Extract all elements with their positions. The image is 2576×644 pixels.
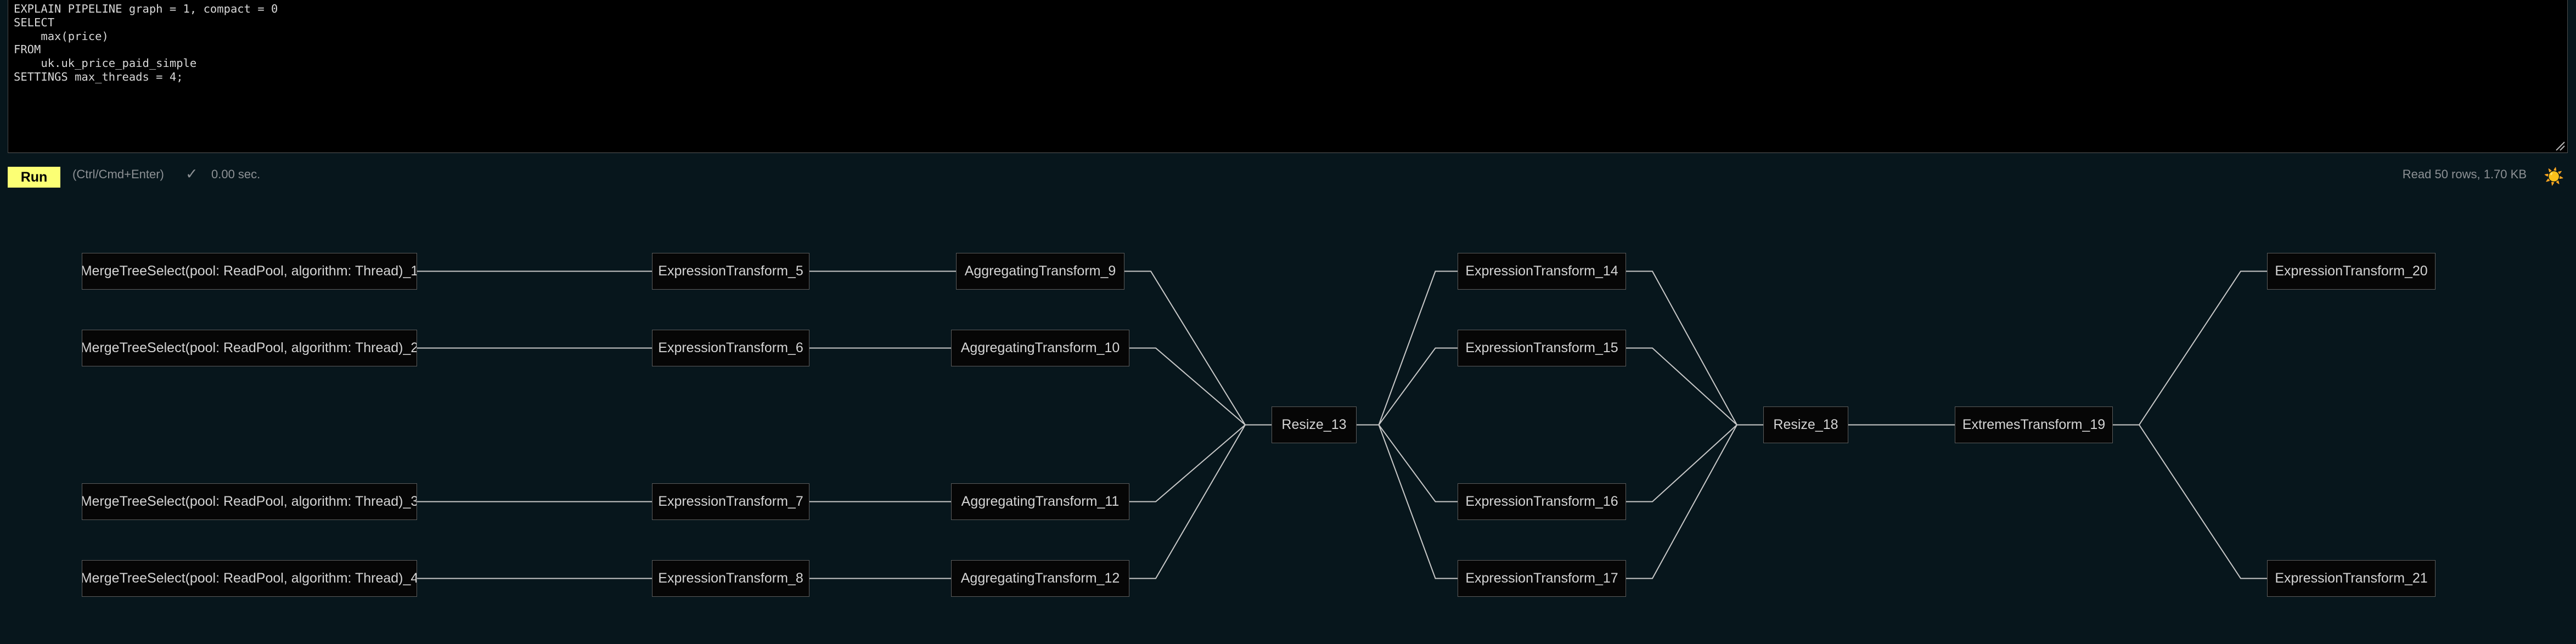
query-toolbar: Run (Ctrl/Cmd+Enter) ✓ 0.00 sec. Read 50… xyxy=(0,159,2576,193)
graph-edge xyxy=(1129,347,1272,426)
graph-node[interactable]: MergeTreeSelect(pool: ReadPool, algorith… xyxy=(82,330,417,366)
graph-node[interactable]: MergeTreeSelect(pool: ReadPool, algorith… xyxy=(82,253,417,290)
run-shortcut-hint: (Ctrl/Cmd+Enter) xyxy=(72,167,164,181)
elapsed-time-label: 0.00 sec. xyxy=(211,167,261,181)
graph-node[interactable]: MergeTreeSelect(pool: ReadPool, algorith… xyxy=(82,483,417,520)
graph-node[interactable]: Resize_13 xyxy=(1272,406,1357,443)
sun-icon[interactable]: ☀️ xyxy=(2542,166,2566,188)
graph-edge xyxy=(1357,347,1458,426)
sql-query-input[interactable] xyxy=(8,0,2567,152)
graph-node[interactable]: ExpressionTransform_17 xyxy=(1458,560,1626,597)
graph-node[interactable]: ExtremesTransform_19 xyxy=(1955,406,2113,443)
read-stats-label: Read 50 rows, 1.70 KB xyxy=(2402,167,2527,181)
graph-edge xyxy=(1129,424,1272,502)
run-button[interactable]: Run xyxy=(8,167,60,188)
graph-node[interactable]: MergeTreeSelect(pool: ReadPool, algorith… xyxy=(82,560,417,597)
pipeline-graph: MergeTreeSelect(pool: ReadPool, algorith… xyxy=(0,202,2576,644)
graph-edge xyxy=(1626,424,1763,579)
graph-node[interactable]: AggregatingTransform_9 xyxy=(956,253,1124,290)
graph-edge xyxy=(1129,424,1272,579)
graph-node[interactable]: Resize_18 xyxy=(1763,406,1848,443)
graph-edges-layer xyxy=(417,270,2267,579)
graph-edge xyxy=(1626,424,1763,502)
graph-node[interactable]: AggregatingTransform_12 xyxy=(951,560,1129,597)
graph-node[interactable]: ExpressionTransform_15 xyxy=(1458,330,1626,366)
graph-node[interactable]: AggregatingTransform_10 xyxy=(951,330,1129,366)
graph-node[interactable]: ExpressionTransform_8 xyxy=(652,560,809,597)
graph-node[interactable]: ExpressionTransform_20 xyxy=(2267,253,2436,290)
graph-node[interactable]: ExpressionTransform_14 xyxy=(1458,253,1626,290)
graph-node[interactable]: ExpressionTransform_16 xyxy=(1458,483,1626,520)
graph-node[interactable]: AggregatingTransform_11 xyxy=(951,483,1129,520)
graph-edge xyxy=(1357,424,1458,502)
graph-node[interactable]: ExpressionTransform_7 xyxy=(652,483,809,520)
graph-edge xyxy=(1357,424,1458,579)
graph-edge xyxy=(1626,347,1763,426)
query-editor-panel xyxy=(8,0,2568,153)
success-check-icon: ✓ xyxy=(185,166,198,182)
graph-node[interactable]: ExpressionTransform_6 xyxy=(652,330,809,366)
graph-node[interactable]: ExpressionTransform_5 xyxy=(652,253,809,290)
graph-edge xyxy=(2113,270,2267,426)
graph-edge xyxy=(2113,424,2267,579)
graph-node[interactable]: ExpressionTransform_21 xyxy=(2267,560,2436,597)
